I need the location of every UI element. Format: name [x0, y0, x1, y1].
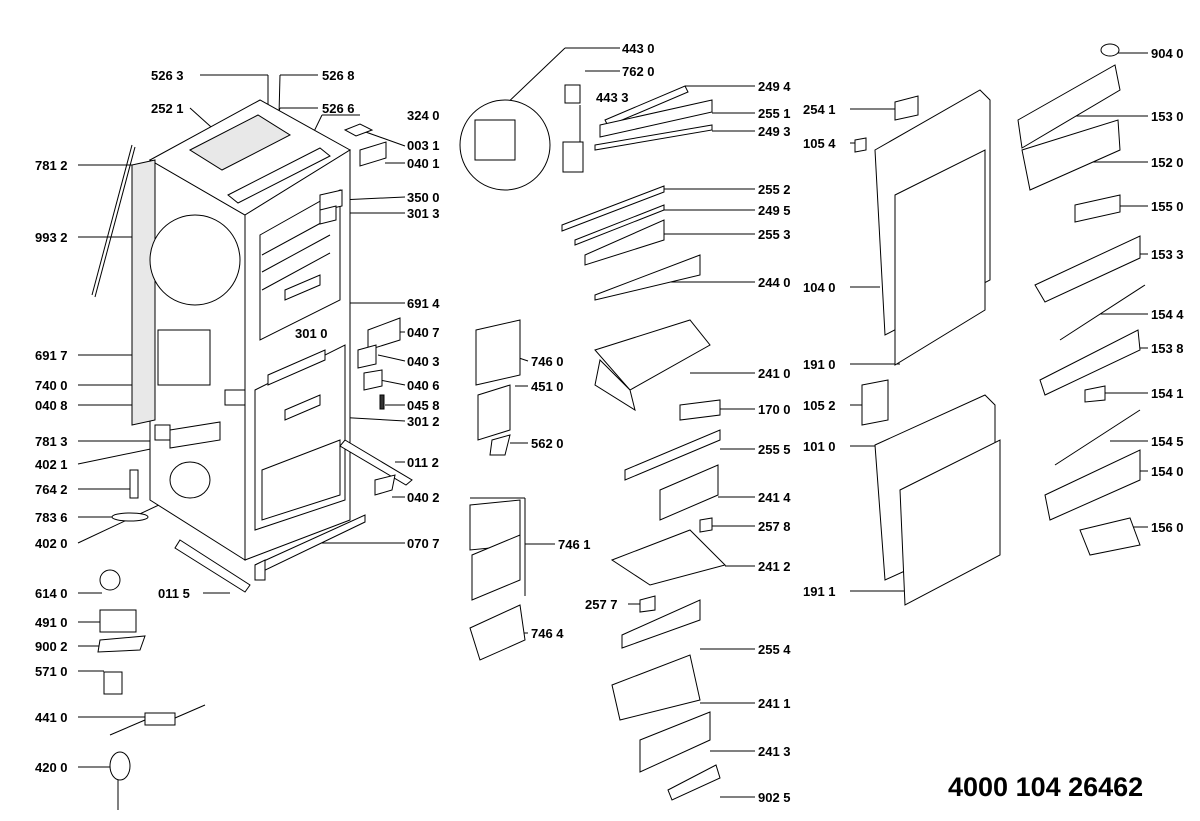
part-label: 443 3 — [596, 90, 629, 105]
part-label: 301 0 — [295, 326, 328, 341]
part-label: 904 0 — [1151, 46, 1184, 61]
part-label: 249 4 — [758, 79, 791, 94]
part-label: 154 0 — [1151, 464, 1184, 479]
part-label: 781 2 — [35, 158, 68, 173]
part-label: 257 7 — [585, 597, 618, 612]
part-labels: 526 3 526 8 252 1 526 6 324 0 003 1 040 … — [35, 41, 1184, 805]
part-label: 040 6 — [407, 378, 440, 393]
part-label: 526 3 — [151, 68, 184, 83]
part-label: 244 0 — [758, 275, 791, 290]
part-label: 040 2 — [407, 490, 440, 505]
part-label: 740 0 — [35, 378, 68, 393]
part-label: 255 4 — [758, 642, 791, 657]
part-label: 781 3 — [35, 434, 68, 449]
part-label: 045 8 — [407, 398, 440, 413]
part-label: 301 3 — [407, 206, 440, 221]
part-label: 402 0 — [35, 536, 68, 551]
part-label: 154 4 — [1151, 307, 1184, 322]
part-label: 526 8 — [322, 68, 355, 83]
part-label: 153 3 — [1151, 247, 1184, 262]
part-label: 241 2 — [758, 559, 791, 574]
part-label: 301 2 — [407, 414, 440, 429]
part-label: 902 5 — [758, 790, 791, 805]
part-label: 420 0 — [35, 760, 68, 775]
cabinet-illustration — [91, 99, 413, 810]
part-label: 040 3 — [407, 354, 440, 369]
part-label: 152 0 — [1151, 155, 1184, 170]
shelves-drawers-illustration — [459, 84, 726, 801]
part-label: 614 0 — [35, 586, 68, 601]
part-label: 155 0 — [1151, 199, 1184, 214]
part-label: 154 1 — [1151, 386, 1184, 401]
part-label: 104 0 — [803, 280, 836, 295]
part-label: 241 4 — [758, 490, 791, 505]
part-label: 153 0 — [1151, 109, 1184, 124]
document-number: 4000 104 26462 — [948, 772, 1143, 802]
part-label: 746 0 — [531, 354, 564, 369]
part-label: 764 2 — [35, 482, 68, 497]
part-label: 255 3 — [758, 227, 791, 242]
part-label: 257 8 — [758, 519, 791, 534]
part-label: 255 1 — [758, 106, 791, 121]
part-label: 191 0 — [803, 357, 836, 372]
part-label: 011 2 — [407, 455, 439, 470]
part-label: 562 0 — [531, 436, 564, 451]
part-label: 105 2 — [803, 398, 836, 413]
part-label: 762 0 — [622, 64, 655, 79]
part-label: 101 0 — [803, 439, 836, 454]
part-label: 040 8 — [35, 398, 68, 413]
part-label: 571 0 — [35, 664, 68, 679]
part-label: 254 1 — [803, 102, 836, 117]
part-label: 402 1 — [35, 457, 68, 472]
part-label: 451 0 — [531, 379, 564, 394]
part-label: 350 0 — [407, 190, 440, 205]
part-label: 003 1 — [407, 138, 440, 153]
part-label: 993 2 — [35, 230, 68, 245]
part-label: 040 1 — [407, 156, 440, 171]
part-label: 900 2 — [35, 639, 68, 654]
part-label: 491 0 — [35, 615, 68, 630]
part-label: 746 1 — [558, 537, 591, 552]
part-label: 324 0 — [407, 108, 440, 123]
part-label: 691 7 — [35, 348, 68, 363]
part-label: 040 7 — [407, 325, 440, 340]
part-label: 170 0 — [758, 402, 791, 417]
part-label: 255 2 — [758, 182, 791, 197]
doors-illustration — [854, 43, 1146, 606]
part-label: 070 7 — [407, 536, 440, 551]
part-label: 746 4 — [531, 626, 564, 641]
part-label: 443 0 — [622, 41, 655, 56]
part-label: 154 5 — [1151, 434, 1184, 449]
part-label: 691 4 — [407, 296, 440, 311]
part-label: 526 6 — [322, 101, 355, 116]
part-label: 105 4 — [803, 136, 836, 151]
part-label: 783 6 — [35, 510, 68, 525]
part-label: 249 3 — [758, 124, 791, 139]
part-label: 241 0 — [758, 366, 791, 381]
part-label: 156 0 — [1151, 520, 1184, 535]
part-label: 241 3 — [758, 744, 791, 759]
part-label: 252 1 — [151, 101, 184, 116]
part-label: 255 5 — [758, 442, 791, 457]
part-label: 191 1 — [803, 584, 836, 599]
part-label: 011 5 — [158, 586, 190, 601]
part-label: 249 5 — [758, 203, 791, 218]
part-label: 241 1 — [758, 696, 791, 711]
part-label: 153 8 — [1151, 341, 1184, 356]
part-label: 441 0 — [35, 710, 68, 725]
